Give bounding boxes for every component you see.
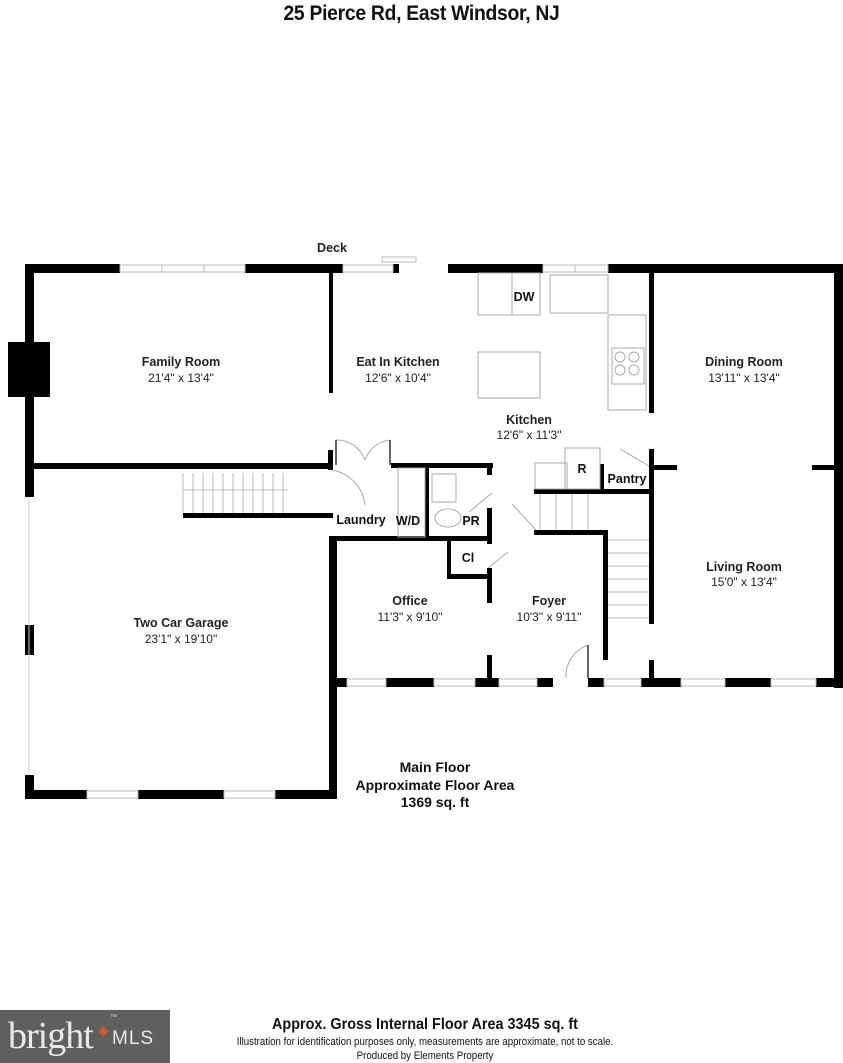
logo-brand-text: bright: [8, 1015, 94, 1057]
washer-dryer-label: W/D: [396, 514, 420, 528]
room-dims: 21'4" x 13'4": [148, 371, 214, 385]
logo-accent-icon: [98, 1026, 109, 1037]
room-name: Eat In Kitchen: [356, 355, 439, 369]
room-name: Living Room: [706, 560, 782, 574]
floor-area-label: Approximate Floor Area: [356, 777, 515, 793]
floor-area-value: 1369 sq. ft: [401, 794, 470, 810]
room-name: Office: [392, 594, 427, 608]
room-dims: 12'6" x 11'3": [497, 428, 562, 442]
room-name: Dining Room: [705, 355, 783, 369]
exterior-walls: [8, 264, 843, 799]
dishwasher-label: DW: [514, 290, 535, 304]
floor-plan: Deck Family Room 21'4" x 13'4" Eat In Ki…: [8, 241, 843, 810]
bright-mls-logo: bright ™ MLS: [0, 1010, 170, 1063]
floor-name: Main Floor: [400, 759, 471, 775]
interior-walls: [34, 273, 837, 680]
logo-suffix-text: MLS: [112, 1028, 155, 1049]
gross-area: Approx. Gross Internal Floor Area 3345 s…: [272, 1016, 578, 1033]
room-dims: 15'0" x 13'4": [711, 575, 777, 589]
room-name: Kitchen: [506, 413, 552, 427]
room-name: Foyer: [532, 594, 566, 608]
disclaimer: Illustration for identification purposes…: [236, 1036, 614, 1048]
room-name: Family Room: [142, 355, 221, 369]
room-dims: 12'6" x 10'4": [365, 371, 431, 385]
powder-room-label: PR: [462, 514, 479, 528]
laundry-label: Laundry: [336, 513, 385, 527]
windows: [28, 256, 817, 799]
room-dims: 11'3" x 9'10": [378, 610, 443, 624]
producer-credit: Produced by Elements Property: [356, 1050, 494, 1062]
refrigerator-label: R: [577, 462, 586, 476]
room-name: Two Car Garage: [134, 616, 229, 630]
closet-label: Cl: [462, 551, 475, 565]
page-title: 25 Pierce Rd, East Windsor, NJ: [283, 2, 560, 25]
pantry-label: Pantry: [608, 472, 647, 486]
logo-tm: ™: [110, 1014, 117, 1021]
room-dims: 23'1" x 19'10": [145, 632, 218, 646]
fixtures-lines: [182, 272, 650, 679]
room-dims: 10'3" x 9'11": [517, 610, 582, 624]
deck-label: Deck: [317, 241, 347, 255]
room-dims: 13'11" x 13'4": [708, 371, 780, 385]
